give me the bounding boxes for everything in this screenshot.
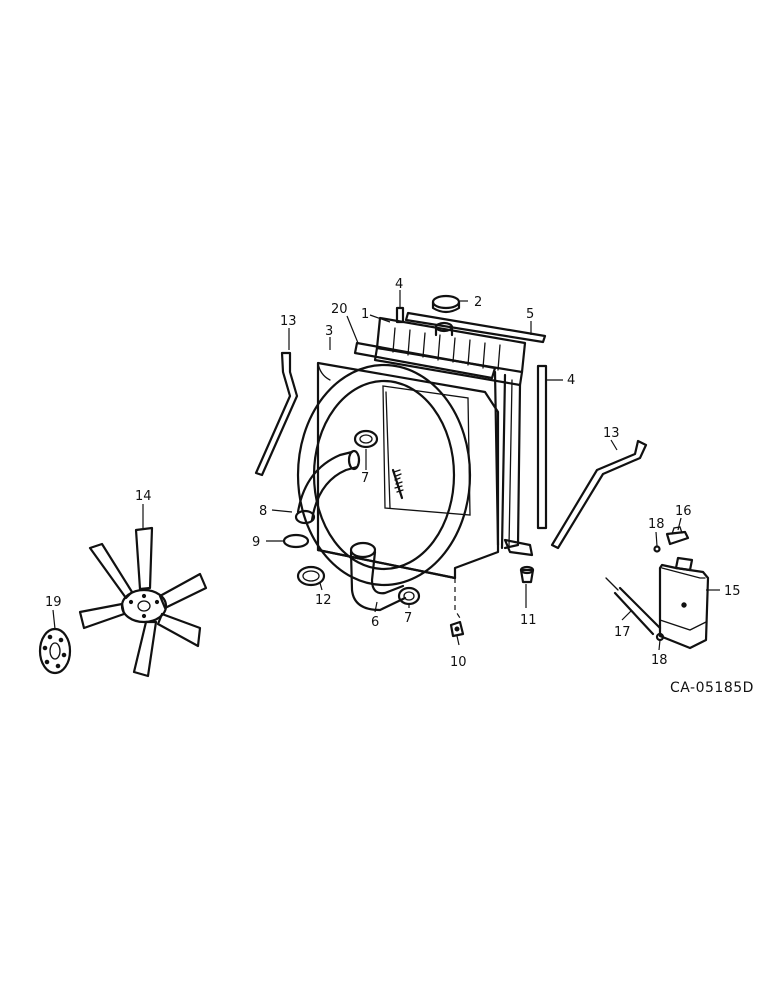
support-rod-left: [254, 351, 299, 477]
cooling-fan: [78, 526, 208, 678]
callout-9: 9: [252, 535, 260, 550]
callout-1: 1: [361, 307, 369, 322]
drain-petcock: [449, 620, 465, 638]
callout-18-upper: 18: [648, 517, 665, 532]
upper-post: [395, 306, 405, 324]
callout-11: 11: [520, 613, 537, 628]
callout-15: 15: [724, 584, 741, 599]
callout-3: 3: [325, 324, 333, 339]
callout-6: 6: [371, 615, 379, 630]
fan-spacer: [38, 627, 72, 675]
callout-18-lower: 18: [651, 653, 668, 668]
hose-clip-upper: [653, 545, 661, 553]
radiator-assembly: [373, 316, 534, 557]
lower-hose-clamp: [397, 586, 421, 606]
callout-19: 19: [45, 595, 62, 610]
figure-reference-code: CA-05185D: [670, 680, 754, 696]
upper-radiator-hose: [294, 449, 361, 525]
callout-17: 17: [614, 625, 631, 640]
callout-2: 2: [474, 295, 482, 310]
hose-clamp-12: [296, 565, 326, 587]
callout-4-top: 4: [395, 277, 403, 292]
lower-radiator-hose: [349, 541, 407, 612]
callout-20: 20: [331, 302, 348, 317]
drain-fitting: [519, 565, 535, 584]
callout-8: 8: [259, 504, 267, 519]
callout-12: 12: [315, 593, 332, 608]
side-seal-strip: [536, 364, 548, 530]
fan-shroud: [296, 361, 500, 587]
top-rear-seal: [404, 311, 547, 344]
callout-16: 16: [675, 504, 692, 519]
leader-lines: [52, 290, 720, 651]
callout-13-right: 13: [603, 426, 620, 441]
callout-10: 10: [450, 655, 467, 670]
callout-14: 14: [135, 489, 152, 504]
callout-13-left: 13: [280, 314, 297, 329]
callout-7-upper: 7: [361, 471, 369, 486]
callout-labels: 1 2 3 4 4 5 6 7 7 8 9 10 11 12 13 13 14 …: [45, 277, 741, 670]
callout-7-lower: 7: [404, 611, 412, 626]
gasket-ring: [282, 533, 310, 549]
overflow-hose: [605, 577, 662, 636]
upper-hose-clamp: [353, 429, 379, 449]
callout-4-right: 4: [567, 373, 575, 388]
coolant-recovery-tank: [658, 556, 710, 650]
radiator-cap: [431, 294, 461, 314]
top-seal-strip: [353, 341, 497, 380]
callout-5: 5: [526, 307, 534, 322]
drain-leader: [454, 578, 461, 619]
support-rod-right: [550, 439, 648, 550]
tank-cap: [665, 526, 690, 546]
